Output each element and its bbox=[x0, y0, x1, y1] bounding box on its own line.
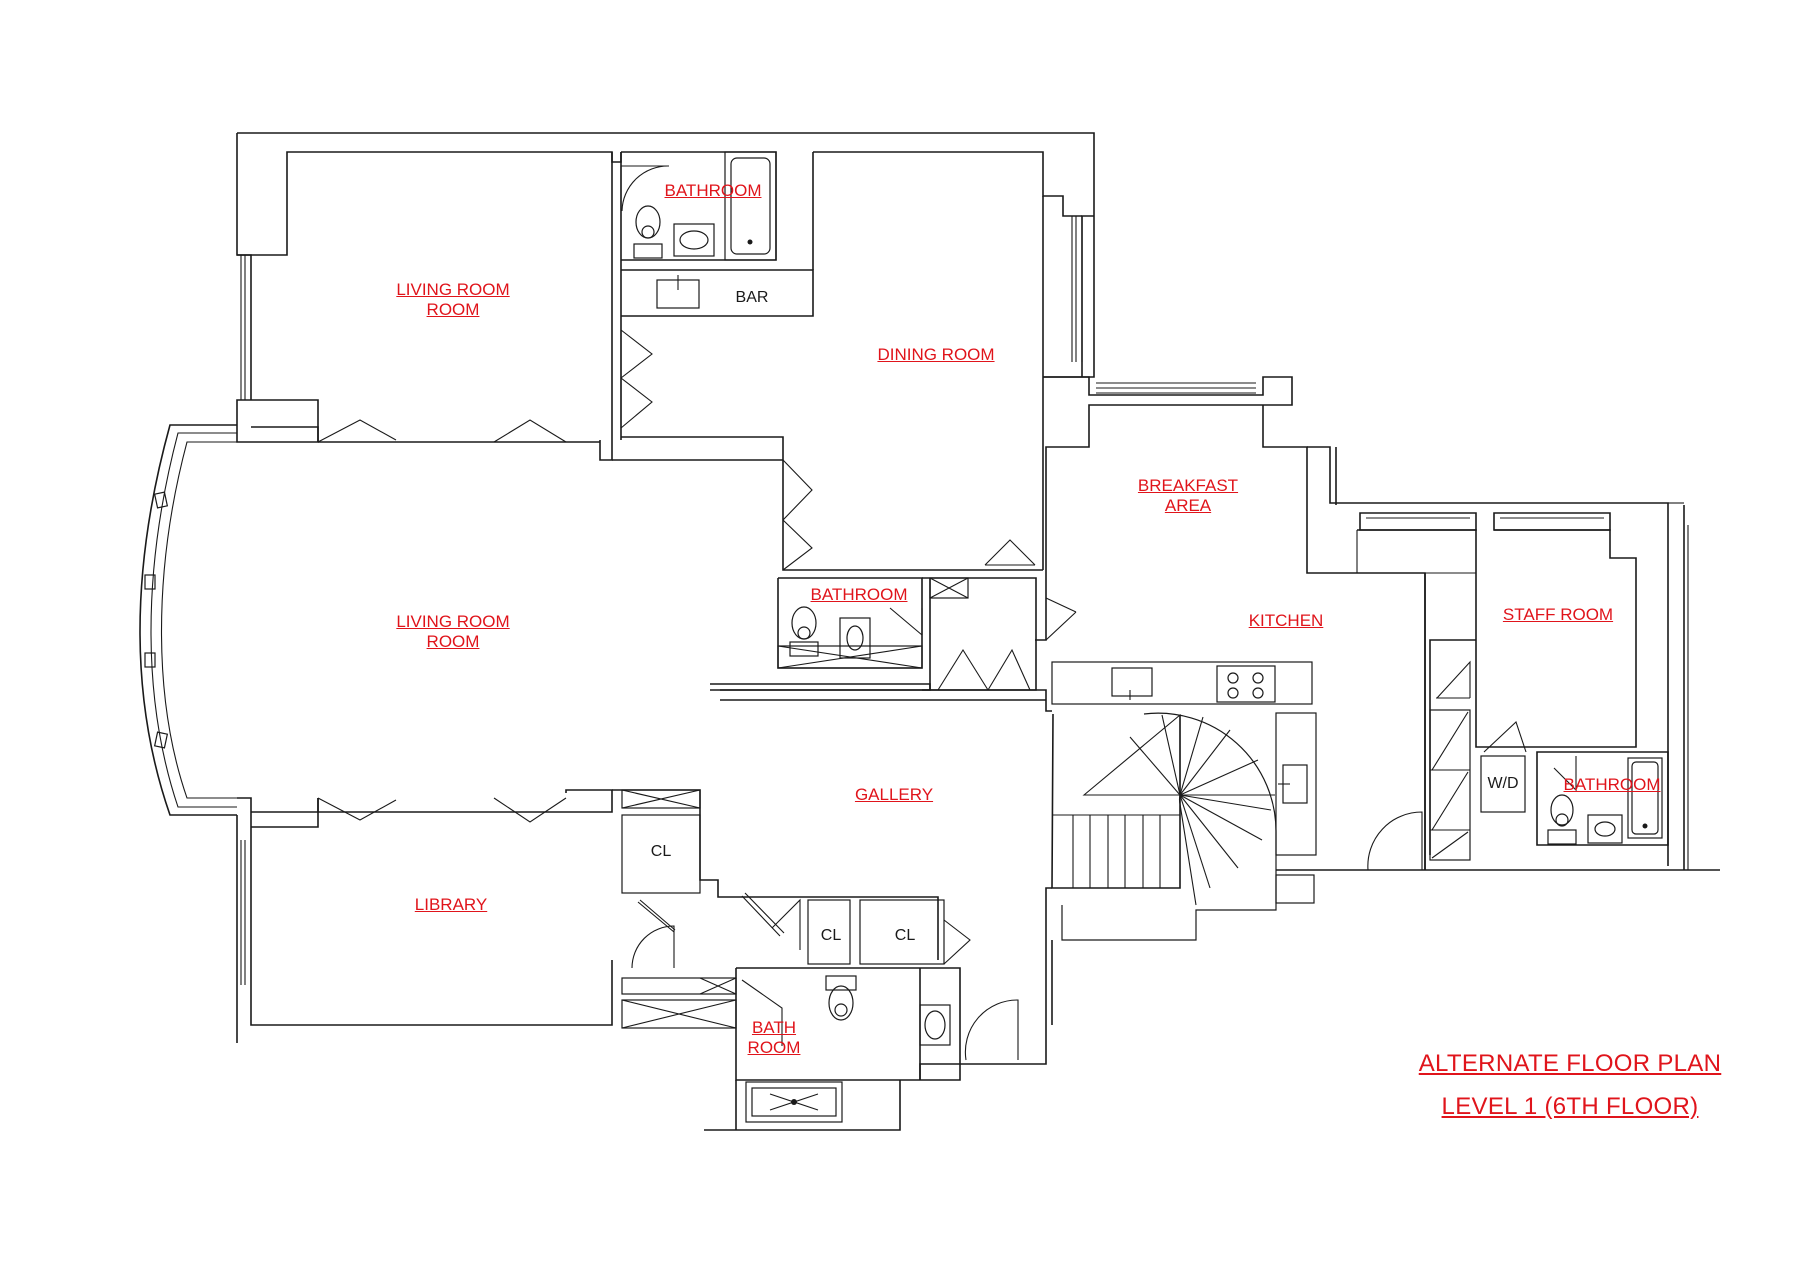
library-wall bbox=[236, 797, 613, 1043]
label-closet-3: CL bbox=[894, 927, 916, 944]
kitchen-counter bbox=[1051, 661, 1313, 705]
gallery-wall bbox=[720, 689, 1052, 712]
label-gallery: GALLERY bbox=[854, 785, 934, 804]
label-staff-room: STAFF ROOM bbox=[1502, 605, 1614, 624]
bay-window bbox=[139, 424, 237, 816]
plan-title-line-2: LEVEL 1 (6TH FLOOR) bbox=[1441, 1093, 1699, 1120]
label-bar: BAR bbox=[735, 289, 769, 306]
label-closet-2: CL bbox=[820, 927, 842, 944]
label-closet-1: CL bbox=[650, 843, 672, 860]
label-breakfast-area: BREAKFAST AREA bbox=[1137, 476, 1239, 515]
label-dining-room: DINING ROOM bbox=[877, 345, 995, 364]
label-library: LIBRARY bbox=[414, 895, 488, 914]
label-bathroom-staff: BATHROOM bbox=[1563, 775, 1661, 794]
closet-box-2 bbox=[807, 899, 851, 965]
washer-dryer-box bbox=[1480, 755, 1526, 813]
closet-box-1 bbox=[621, 814, 701, 894]
closet-box-3 bbox=[859, 899, 945, 965]
cooktop bbox=[1216, 665, 1276, 703]
label-living-room-main: LIVING ROOM ROOM bbox=[396, 612, 510, 651]
label-washer-dryer: W/D bbox=[1487, 775, 1519, 792]
label-kitchen: KITCHEN bbox=[1248, 611, 1324, 630]
exterior-wall-left-top bbox=[236, 133, 622, 256]
staff-bathroom-wall bbox=[1536, 751, 1669, 846]
upper-living-wall bbox=[236, 254, 319, 443]
label-bathroom-top: BATHROOM bbox=[664, 181, 762, 200]
label-living-room-upper: LIVING ROOM ROOM bbox=[396, 280, 510, 319]
breakfast-wall bbox=[1035, 376, 1293, 641]
plan-title-line-1: ALTERNATE FLOOR PLAN bbox=[1418, 1050, 1722, 1077]
exterior-wall-top-inner bbox=[813, 151, 1082, 217]
exterior-wall bbox=[237, 132, 1095, 378]
spiral-stair bbox=[1051, 713, 1181, 889]
label-bath-room: BATH ROOM bbox=[747, 1018, 801, 1057]
label-bathroom-mid: BATHROOM bbox=[810, 585, 908, 604]
staff-room-wall bbox=[1307, 446, 1669, 866]
